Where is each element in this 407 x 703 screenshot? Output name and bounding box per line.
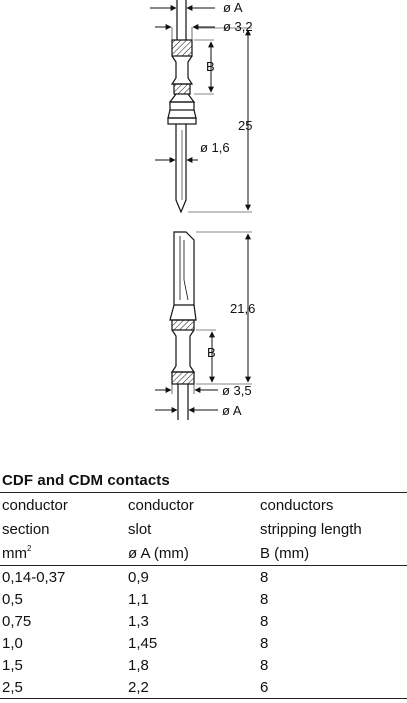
label-dia-a-bottom: ø A <box>222 403 242 418</box>
header-col1-line2: slot <box>128 521 152 538</box>
label-dia-a-top: ø A <box>223 0 243 15</box>
table-row-5-col0: 2,5 <box>2 679 23 696</box>
header-unit-superscript: 2 <box>27 544 32 553</box>
header-col2-line3: B (mm) <box>260 545 310 562</box>
header-col0-line3: mm2 <box>2 544 32 562</box>
label-length-21-6: 21,6 <box>230 301 256 316</box>
label-b-bottom: B <box>207 345 216 360</box>
table-row-3-col2: 8 <box>260 635 269 652</box>
header-col2-line1: conductors <box>260 497 334 514</box>
table-rule-bottom <box>0 698 407 699</box>
male-contact <box>167 0 197 214</box>
male-dimensions <box>150 5 252 213</box>
table-row-4-col1: 1,8 <box>128 657 149 674</box>
table-row-2-col0: 0,75 <box>2 613 32 630</box>
header-col0-line2: section <box>2 521 50 538</box>
header-col1-line3: ø A (mm) <box>128 545 189 562</box>
header-col1-line1: conductor <box>128 497 194 514</box>
label-b-top: B <box>206 59 215 74</box>
female-dimensions <box>155 231 252 413</box>
header-col2-line2: stripping length <box>260 521 362 538</box>
table-row-3-col1: 1,45 <box>128 635 158 652</box>
header-unit-mm: mm <box>2 545 27 562</box>
table-rule-header <box>0 565 407 566</box>
table-row-2-col1: 1,3 <box>128 613 149 630</box>
table-row-4-col0: 1,5 <box>2 657 23 674</box>
contacts-table: CDF and CDM contacts conductor conductor… <box>0 470 407 703</box>
contact-drawing: ø A ø 3,2 B 25 ø 1,6 21,6 B ø 3,5 ø A <box>150 0 256 420</box>
table-row-1-col0: 0,5 <box>2 591 23 608</box>
label-dia-1-6: ø 1,6 <box>200 140 230 155</box>
table-row-1-col1: 1,1 <box>128 591 149 608</box>
table-row-1-col2: 8 <box>260 591 269 608</box>
table-row-0-col0: 0,14-0,37 <box>2 569 66 586</box>
table-row-5-col2: 6 <box>260 679 269 696</box>
contact-technical-drawing <box>150 0 252 420</box>
table-row-4-col2: 8 <box>260 657 269 674</box>
table-row-2-col2: 8 <box>260 613 269 630</box>
table-row-0-col2: 8 <box>260 569 269 586</box>
table-title: CDF and CDM contacts <box>2 472 170 489</box>
label-dia-3-5: ø 3,5 <box>222 383 252 398</box>
label-dia-3-2: ø 3,2 <box>223 19 253 34</box>
header-col0-line1: conductor <box>2 497 68 514</box>
table-row-5-col1: 2,2 <box>128 679 149 696</box>
female-contact <box>169 231 197 420</box>
label-length-25: 25 <box>238 118 253 133</box>
table-row-3-col0: 1,0 <box>2 635 23 652</box>
table-row-0-col1: 0,9 <box>128 569 149 586</box>
table-rule-top <box>0 492 407 493</box>
